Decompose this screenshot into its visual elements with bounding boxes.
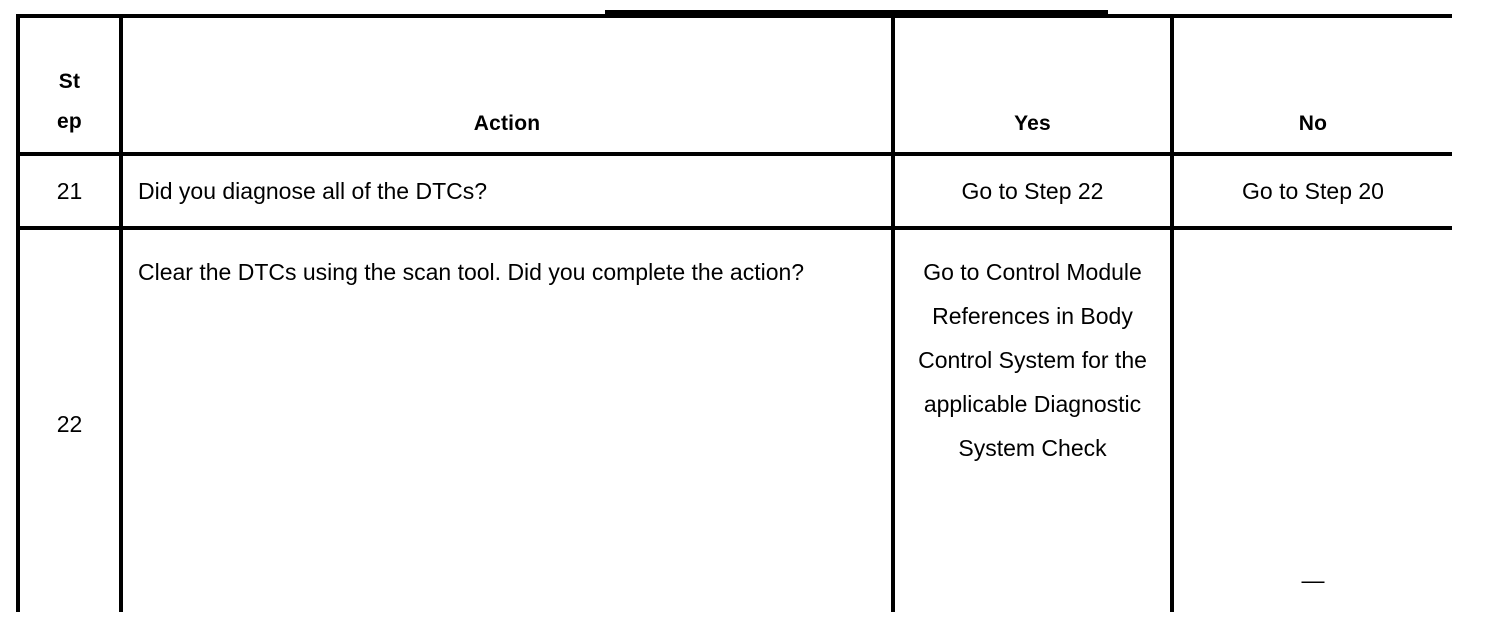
column-header-yes: Yes — [1014, 112, 1051, 135]
row-22-action-text: Clear the DTCs using the scan tool. Did … — [138, 259, 805, 285]
table-row-22-cell-step: 22 — [20, 230, 119, 612]
column-header-action: Action — [473, 112, 541, 135]
table-row-22-cell-no: — — [1174, 230, 1452, 612]
column-header-step: St ep — [57, 70, 82, 133]
header-cell-step: St ep — [20, 18, 119, 152]
header-cell-no: No — [1174, 18, 1452, 152]
row-21-step-number: 21 — [56, 178, 83, 204]
table-row-21-cell-action: Did you diagnose all of the DTCs? — [123, 156, 891, 226]
table-row-21-cell-step: 21 — [20, 156, 119, 226]
table-row-22-cell-yes: Go to Control Module References in Body … — [895, 230, 1170, 612]
column-divider-action-yes — [891, 14, 895, 612]
table-row-21-cell-yes: Go to Step 22 — [895, 156, 1170, 226]
column-divider-yes-no — [1170, 14, 1174, 612]
column-divider-step-action — [119, 14, 123, 612]
row-21-no-text: Go to Step 20 — [1242, 178, 1384, 204]
top-border-scan-artifact — [605, 10, 1108, 14]
row-21-yes-text: Go to Step 22 — [961, 178, 1104, 204]
row-divider-step21-step22 — [16, 226, 1452, 230]
table-row-22-cell-action: Clear the DTCs using the scan tool. Did … — [123, 230, 891, 612]
column-header-no: No — [1298, 112, 1328, 135]
row-22-no-text: — — [1301, 567, 1325, 593]
row-divider-header-step21 — [16, 152, 1452, 156]
header-cell-yes: Yes — [895, 18, 1170, 152]
row-21-action-text: Did you diagnose all of the DTCs? — [138, 178, 488, 204]
row-22-step-number: 22 — [56, 411, 83, 437]
header-cell-action: Action — [123, 18, 891, 152]
row-22-yes-text: Go to Control Module References in Body … — [918, 259, 1147, 461]
diagnostic-procedure-table: St ep Action Yes No 21 Did you diagnose … — [16, 14, 1452, 612]
table-row-21-cell-no: Go to Step 20 — [1174, 156, 1452, 226]
